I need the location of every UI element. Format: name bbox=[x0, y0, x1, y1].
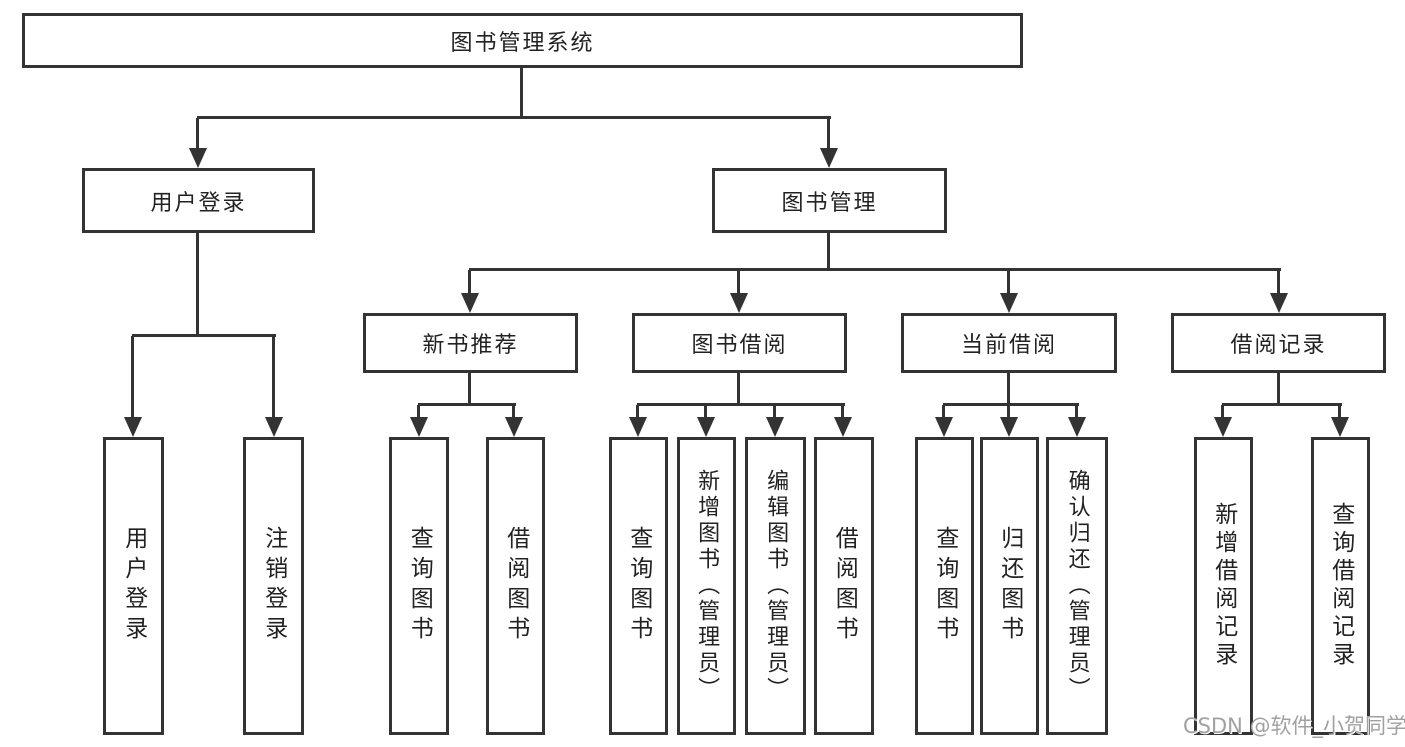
leaf-records-add-record: 新增借阅记录 bbox=[1194, 437, 1253, 735]
connector-line bbox=[512, 405, 515, 420]
node-borrow-records: 借阅记录 bbox=[1171, 313, 1386, 373]
leaf-borrowing-borrow-books: 借阅图书 bbox=[814, 437, 874, 735]
connector-line bbox=[827, 118, 830, 152]
connector-line bbox=[1222, 403, 1342, 406]
connector-line bbox=[737, 373, 740, 405]
leaf-borrowing-query-books: 查询图书 bbox=[609, 437, 668, 735]
connector-line bbox=[469, 268, 1281, 271]
connector-line bbox=[841, 405, 844, 420]
leaf-current-query-books: 查询图书 bbox=[915, 437, 974, 735]
arrowhead-icon bbox=[410, 417, 428, 437]
arrowhead-icon bbox=[1000, 293, 1018, 313]
connector-line bbox=[942, 405, 945, 420]
connector-line bbox=[1277, 373, 1280, 405]
node-label: 注销登录 bbox=[260, 526, 287, 646]
connector-line bbox=[468, 270, 471, 297]
node-label: 查询图书 bbox=[406, 526, 433, 646]
connector-line bbox=[468, 373, 471, 405]
arrowhead-icon bbox=[505, 417, 523, 437]
connector-line bbox=[1007, 373, 1010, 405]
node-label: 借阅图书 bbox=[831, 526, 858, 646]
connector-line bbox=[637, 403, 845, 406]
connector-line bbox=[196, 233, 199, 336]
connector-line bbox=[132, 334, 276, 337]
node-label: 新书推荐 bbox=[422, 333, 519, 358]
arrowhead-icon bbox=[461, 293, 479, 313]
node-label: 图书管理 bbox=[781, 190, 878, 216]
leaf-borrowing-edit-books-admin: 编辑图书（管理员） bbox=[745, 437, 806, 735]
csdn-watermark: CSDN @软件_小贺同学 bbox=[1183, 714, 1405, 738]
connector-line bbox=[1007, 405, 1010, 420]
connector-line bbox=[418, 403, 516, 406]
node-current-borrowing: 当前借阅 bbox=[901, 313, 1117, 373]
node-label: 归还图书 bbox=[996, 526, 1023, 646]
connector-line bbox=[773, 405, 776, 420]
arrowhead-icon bbox=[189, 148, 207, 168]
node-label: 新增借阅记录 bbox=[1210, 502, 1237, 670]
connector-line bbox=[272, 336, 275, 420]
arrowhead-icon bbox=[265, 417, 283, 437]
arrowhead-icon bbox=[820, 148, 838, 168]
arrowhead-icon bbox=[1068, 417, 1086, 437]
node-root-library-system: 图书管理系统 bbox=[22, 13, 1023, 68]
connector-line bbox=[1221, 405, 1224, 420]
leaf-logout: 注销登录 bbox=[243, 437, 304, 735]
node-label: 查询借阅记录 bbox=[1327, 502, 1354, 670]
node-label: 用户登录 bbox=[120, 526, 147, 646]
arrowhead-icon bbox=[1214, 417, 1232, 437]
arrowhead-icon bbox=[629, 417, 647, 437]
node-book-management-branch: 图书管理 bbox=[712, 168, 947, 233]
connector-line bbox=[636, 405, 639, 420]
leaf-records-query-record: 查询借阅记录 bbox=[1311, 437, 1370, 735]
arrowhead-icon bbox=[1270, 293, 1288, 313]
node-book-borrowing: 图书借阅 bbox=[632, 313, 847, 373]
node-label: 借阅图书 bbox=[502, 526, 529, 646]
arrowhead-icon bbox=[935, 417, 953, 437]
node-label: 查询图书 bbox=[625, 526, 652, 646]
node-label: 确认归还（管理员） bbox=[1064, 469, 1090, 703]
arrowhead-icon bbox=[730, 293, 748, 313]
connector-line bbox=[131, 336, 134, 420]
connector-line bbox=[520, 68, 523, 118]
node-label: 借阅记录 bbox=[1230, 333, 1327, 358]
arrowhead-icon bbox=[124, 417, 142, 437]
connector-line bbox=[1338, 405, 1341, 420]
node-label: 图书借阅 bbox=[691, 333, 788, 358]
arrowhead-icon bbox=[766, 417, 784, 437]
leaf-borrowing-add-books-admin: 新增图书（管理员） bbox=[677, 437, 736, 735]
leaf-recommend-borrow-books: 借阅图书 bbox=[486, 437, 545, 735]
connector-line bbox=[704, 405, 707, 420]
node-label: 编辑图书（管理员） bbox=[763, 469, 789, 703]
leaf-recommend-query-books: 查询图书 bbox=[389, 437, 449, 735]
leaf-current-return-books: 归还图书 bbox=[980, 437, 1039, 735]
node-new-book-recommend: 新书推荐 bbox=[363, 313, 578, 373]
arrowhead-icon bbox=[834, 417, 852, 437]
connector-line bbox=[827, 233, 830, 270]
leaf-user-login: 用户登录 bbox=[103, 437, 164, 735]
connector-line bbox=[1075, 405, 1078, 420]
node-label: 当前借阅 bbox=[960, 333, 1057, 358]
leaf-current-confirm-return-admin: 确认归还（管理员） bbox=[1046, 437, 1108, 735]
connector-line bbox=[737, 270, 740, 297]
connector-line bbox=[197, 116, 831, 119]
arrowhead-icon bbox=[1331, 417, 1349, 437]
node-label: 查询图书 bbox=[931, 526, 958, 646]
node-label: 新增图书（管理员） bbox=[694, 469, 720, 703]
arrowhead-icon bbox=[1000, 417, 1018, 437]
node-label: 用户登录 bbox=[150, 190, 247, 216]
connector-line bbox=[943, 403, 1079, 406]
connector-line bbox=[417, 405, 420, 420]
node-label: 图书管理系统 bbox=[450, 30, 595, 56]
connector-line bbox=[1277, 270, 1280, 297]
connector-line bbox=[1007, 270, 1010, 297]
arrowhead-icon bbox=[697, 417, 715, 437]
node-user-login-branch: 用户登录 bbox=[82, 168, 315, 233]
connector-line bbox=[196, 118, 199, 152]
